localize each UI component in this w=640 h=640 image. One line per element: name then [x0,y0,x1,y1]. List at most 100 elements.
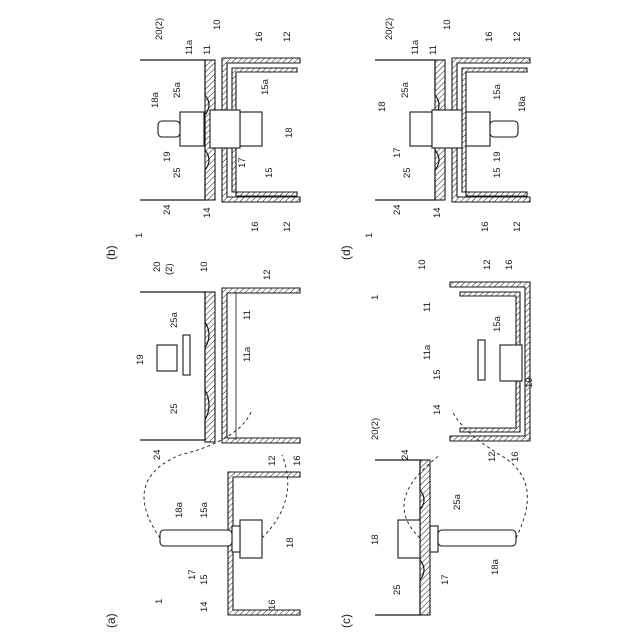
panel-a-label-10: 10 [199,261,210,272]
panel-c-label-18: 18 [370,534,381,545]
panel-c-label-16b: 16 [510,451,521,462]
panel-b-washers-17 [210,110,240,148]
panel-b-label-18a: 18a [150,91,161,108]
panel-a-label-20: 20 [152,261,163,272]
panel-a-label: (a) [104,613,118,628]
panel-d-label-16: 16 [484,31,495,42]
panel-b-nut-19 [180,112,204,146]
panel-a-label-17: 17 [187,569,198,580]
panel-a-label-16b: 16 [267,599,278,610]
panel-d-label-11: 11 [428,45,439,55]
panel-b-label-16b: 16 [250,221,261,232]
panel-b-label-14: 14 [202,207,213,218]
panel-b-label-19: 19 [162,151,173,162]
panel-c-label-15a: 15a [492,315,503,332]
panel-c: (c) 1 10 12 16 11 11a 15a 15 14 19 12 16… [339,259,535,628]
panel-b: (b) 20(2) 10 16 12 11a 11 15a 25a 18a 19… [104,18,300,260]
panel-d-label-24: 24 [392,204,403,215]
panel-a-label-24: 24 [152,449,163,460]
panel-a-label-11a: 11a [242,346,253,362]
panel-c-label-18a: 18a [490,558,501,575]
panel-b-label-15: 15 [264,167,275,178]
panel-a-nut-19 [157,345,177,371]
panel-c-nut-19 [500,345,522,381]
panel-b-label-17: 17 [237,157,248,168]
panel-c-label-10: 10 [417,259,428,270]
panel-c-bolt-head-18 [398,520,420,558]
panel-c-label-15: 15 [432,369,443,380]
panel-d-label-12b: 12 [512,221,523,232]
panel-b-label: (b) [104,245,118,260]
panel-b-label-10: 10 [212,19,223,30]
panel-d-label-1: 1 [364,233,375,238]
panel-a: (a) 1 20 (2) 10 12 11 11a 25a 19 25 24 1… [104,261,303,628]
panel-a-label-25a: 25a [169,311,180,328]
panel-b-label-11: 11 [202,45,213,55]
panel-a-label-12b: 12 [267,455,278,466]
panel-b-label-24: 24 [162,204,173,215]
panel-a-label-16: 16 [292,455,303,466]
panel-d-label: (d) [339,245,353,260]
panel-a-label-19: 19 [135,354,146,365]
panel-c-slot-15a [478,340,485,380]
panel-c-wall-plate [420,460,430,615]
panel-c-label-1: 1 [370,295,381,300]
panel-b-label-12: 12 [282,31,293,42]
panel-c-label-25: 25 [392,584,403,595]
panel-b-label-18: 18 [284,127,295,138]
panel-d-label-17: 17 [392,147,403,158]
panel-d-label-20-2: 20(2) [384,18,395,40]
panel-c-label-12b: 12 [487,451,498,462]
panel-a-bolt-shaft-18a [160,530,232,546]
panel-d-label-25: 25 [402,167,413,178]
panel-a-label-12: 12 [262,269,273,280]
panel-c-label-19: 19 [524,377,535,388]
panel-d-label-18a: 18a [517,95,528,112]
panel-a-label-14: 14 [199,601,210,612]
panel-a-label-1: 1 [154,599,165,604]
panel-b-bolt-shaft-18a [158,121,180,137]
panel-d-label-19: 19 [492,151,503,162]
panel-d-washers-17 [432,110,462,148]
panel-c-label-17: 17 [440,574,451,585]
panel-a-label-2: (2) [164,263,175,275]
panel-a-label-18: 18 [285,537,296,548]
panel-a-washer-17 [232,526,240,552]
panel-a-label-18a: 18a [174,501,185,518]
panel-b-label-16: 16 [254,31,265,42]
panel-a-label-15: 15 [199,574,210,585]
panel-a-label-15a: 15a [199,501,210,518]
panel-c-label-12: 12 [482,259,493,270]
panel-a-label-25: 25 [169,403,180,414]
panel-a-guide-lower [262,455,288,538]
panel-b-label-15a: 15a [260,78,271,95]
panel-d-label-10: 10 [442,19,453,30]
panel-b-label-11a: 11a [184,39,195,55]
panel-d-label-14: 14 [432,207,443,218]
panel-d-nut-19 [466,112,490,146]
panel-d-label-11a: 11a [410,39,421,55]
panel-b-label-12b: 12 [282,221,293,232]
panel-c-label-20-2: 20(2) [370,418,381,440]
panel-c-label-16: 16 [504,259,515,270]
panel-a-bracket-10 [222,288,300,443]
panel-d-label-16b: 16 [480,221,491,232]
panel-b-label-1: 1 [134,233,145,238]
panel-c-washer-17 [430,526,438,552]
panel-b-bolt-head-18 [240,112,262,146]
panel-a-slot-25a [183,335,190,375]
panel-c-label-11: 11 [422,302,433,312]
panel-c-label-24: 24 [400,449,411,460]
panel-c-label-11a: 11a [422,344,433,360]
panel-c-label-14: 14 [432,404,443,415]
panel-d-label-18: 18 [377,101,388,112]
panel-c-label: (c) [339,614,353,628]
panel-c-bolt-shaft-18a [438,530,516,546]
panel-a-label-11: 11 [242,310,253,320]
panel-d-bolt-head-18 [410,112,432,146]
panel-b-label-20-2: 20(2) [154,18,165,40]
panel-d-label-15a: 15a [492,83,503,100]
panel-d-label-15: 15 [492,167,503,178]
